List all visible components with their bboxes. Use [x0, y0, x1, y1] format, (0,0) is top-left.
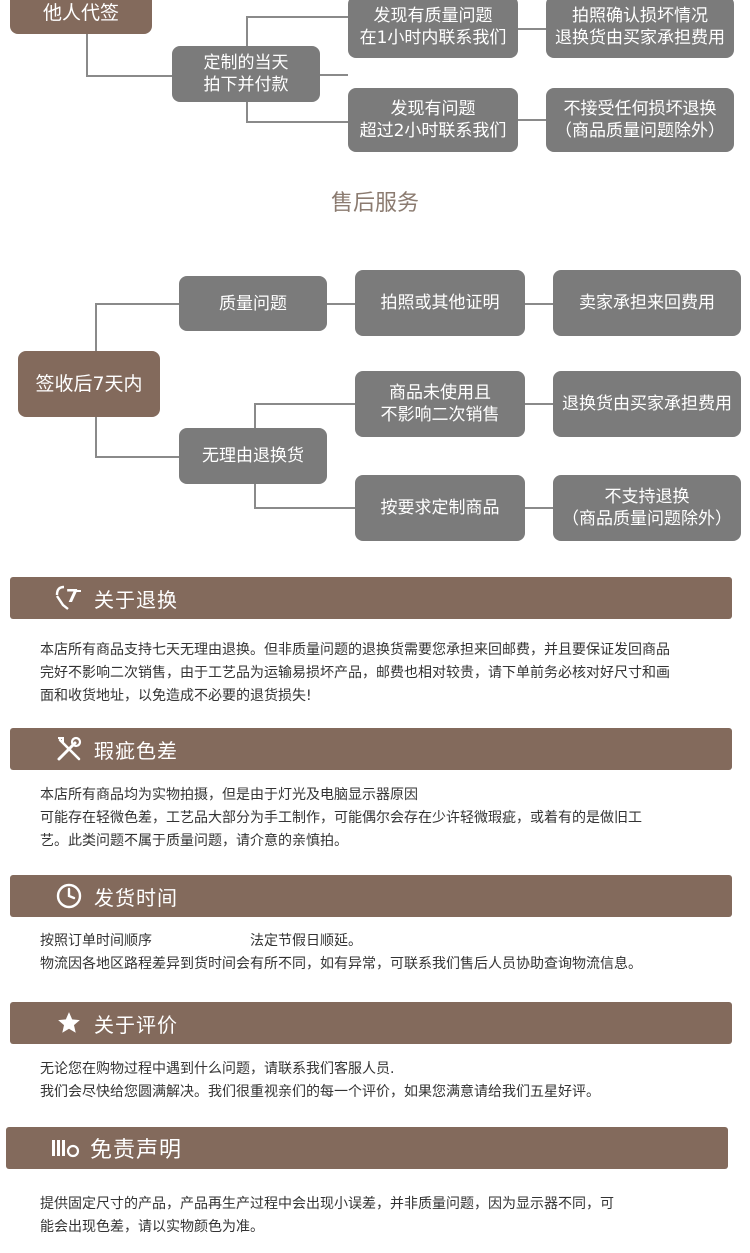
after-sale-title: 售后服务 [330, 191, 419, 216]
section-bar-flaw: 瑕疵色差 [10, 728, 732, 770]
connector [95, 456, 179, 458]
connector [518, 28, 546, 30]
section-title-shipping: 发货时间 [94, 885, 178, 910]
connector [525, 403, 553, 405]
connector [246, 102, 248, 122]
connector [86, 34, 88, 76]
section-text-return: 本店所有商品支持七天无理由退换。但非质量问题的退换货需要您承担来回邮费，并且要保… [40, 642, 670, 704]
section-text-shipping-c: 物流因各地区路程差异到货时间会有所不同，如有异常，可联系我们售后人员协助查询物流… [40, 956, 642, 972]
clock-icon [52, 879, 86, 913]
custom-day-node: 定制的当天 拍下并付款 [172, 46, 320, 102]
connector [246, 121, 348, 123]
connector [327, 303, 355, 305]
seven-day-return-icon: 7 [52, 581, 86, 615]
connector [254, 403, 256, 428]
connector [95, 303, 179, 305]
connector [320, 74, 348, 76]
section-bar-review: 关于评价 [10, 1002, 732, 1044]
connector [246, 16, 248, 46]
connector [95, 417, 97, 457]
section-title-review: 关于评价 [94, 1012, 178, 1037]
section-text-shipping-b: 法定节假日顺延。 [250, 933, 362, 949]
photo-proof-node: 拍照或其他证明 [355, 270, 525, 336]
section-bar-disclaimer: 免责声明 [6, 1127, 728, 1169]
unused-node: 商品未使用且 不影响二次销售 [355, 371, 525, 437]
within-1h-node: 发现有质量问题 在1小时内联系我们 [348, 0, 518, 58]
connector [525, 303, 553, 305]
seller-pays-node: 卖家承担来回费用 [553, 270, 741, 336]
not-supported-node: 不支持退换 （商品质量问题除外） [553, 475, 741, 541]
connector [254, 484, 256, 508]
section-text-shipping-a: 按照订单时间顺序 [40, 933, 152, 949]
section-text-disclaimer: 提供固定尺寸的产品，产品再生产过程中会出现小误差，并非质量问题，因为显示器不同，… [40, 1196, 614, 1235]
connector [95, 303, 97, 351]
connector [254, 507, 355, 509]
other-sign-node: 他人代签 [10, 0, 152, 34]
section-title-return: 关于退换 [94, 587, 178, 612]
root-node: 签收后7天内 [18, 351, 160, 417]
star-icon [52, 1006, 86, 1040]
section-bar-return: 7 关于退换 [10, 577, 732, 619]
disclaimer-icon [48, 1131, 82, 1165]
connector [246, 16, 348, 18]
section-title-flaw: 瑕疵色差 [94, 738, 178, 763]
connector [86, 75, 172, 77]
connector [525, 507, 553, 509]
buyer-pays-node: 退换货由买家承担费用 [553, 371, 741, 437]
tools-icon [52, 732, 86, 766]
section-text-review: 无论您在购物过程中遇到什么问题，请联系我们客服人员. 我们会尽快给您圆满解决。我… [40, 1061, 600, 1100]
section-bar-shipping: 发货时间 [10, 875, 732, 917]
connector [518, 119, 546, 121]
svg-text:7: 7 [66, 586, 79, 607]
quality-node: 质量问题 [179, 276, 327, 331]
no-reason-node: 无理由退换货 [179, 428, 327, 484]
over-2h-node: 发现有问题 超过2小时联系我们 [348, 88, 518, 152]
section-title-disclaimer: 免责声明 [90, 1138, 183, 1163]
custom-goods-node: 按要求定制商品 [355, 475, 525, 541]
photo-confirm-node: 拍照确认损坏情况 退换货由买家承担费用 [546, 0, 734, 58]
connector [254, 403, 355, 405]
section-text-flaw: 本店所有商品均为实物拍摄，但是由于灯光及电脑显示器原因 可能存在轻微色差，工艺品… [40, 787, 642, 849]
no-accept-node: 不接受任何损坏退换 （商品质量问题除外） [546, 88, 734, 152]
